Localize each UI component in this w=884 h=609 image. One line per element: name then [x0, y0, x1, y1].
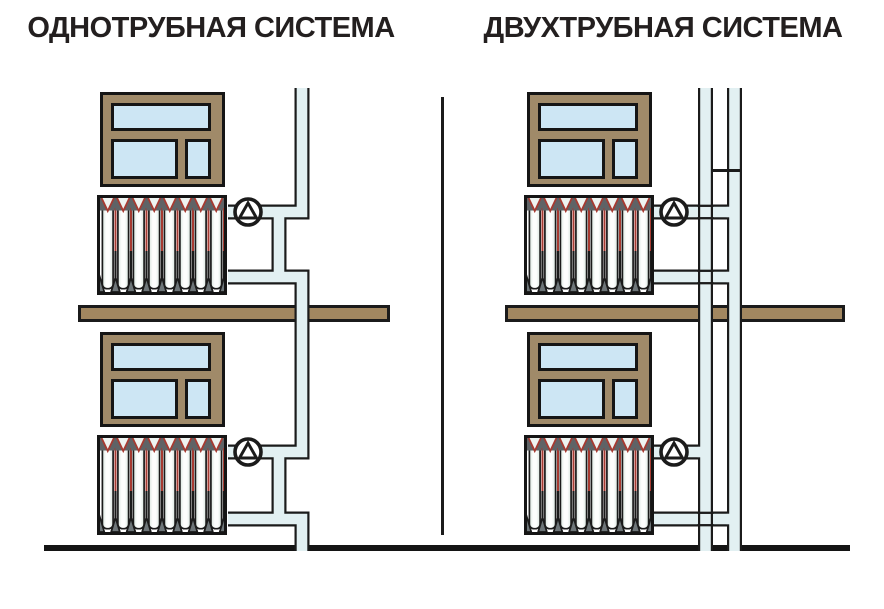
window-left-upper: [100, 92, 225, 187]
pump-valve-icon: [659, 197, 689, 227]
window-pane: [612, 379, 638, 419]
window-pane: [111, 139, 178, 179]
pump-valve-icon: [659, 437, 689, 467]
radiator-left-lower: [97, 435, 227, 535]
window-pane: [538, 103, 638, 131]
floor-slab-left: [78, 305, 390, 322]
window-pane: [185, 139, 211, 179]
single-pipe-system-pipes: [228, 88, 310, 551]
radiator-right-upper: [524, 195, 654, 295]
window-left-lower: [100, 332, 225, 427]
pump-valve-icon: [233, 197, 263, 227]
pump-valve-icon: [233, 437, 263, 467]
window-pane: [538, 379, 605, 419]
window-pane: [111, 343, 211, 371]
radiator-right-lower: [524, 435, 654, 535]
window-pane: [612, 139, 638, 179]
window-pane: [185, 379, 211, 419]
window-pane: [538, 343, 638, 371]
ground-line: [44, 545, 850, 551]
window-right-upper: [527, 92, 652, 187]
two-pipe-system-pipes: [654, 88, 742, 551]
window-pane: [111, 103, 211, 131]
divider-line: [441, 97, 444, 535]
floor-slab-right: [505, 305, 845, 322]
left-system-title: ОДНОТРУБНАЯ СИСТЕМА: [27, 12, 395, 44]
window-pane: [538, 139, 605, 179]
window-pane: [111, 379, 178, 419]
right-system-title: ДВУХТРУБНАЯ СИСТЕМА: [483, 12, 843, 44]
window-right-lower: [527, 332, 652, 427]
radiator-left-upper: [97, 195, 227, 295]
